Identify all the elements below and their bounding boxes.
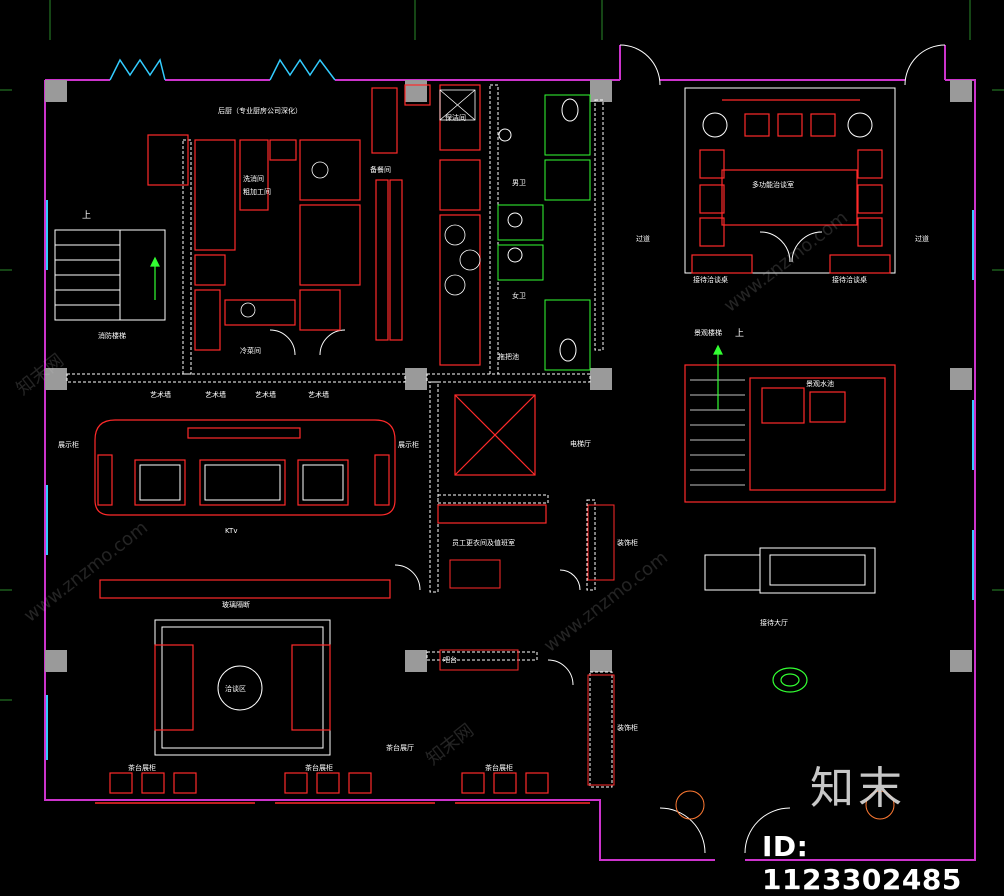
label-glass-wall: 玻璃隔断 xyxy=(222,601,250,609)
label-side-cabinet-1: 装饰柜 xyxy=(617,539,638,547)
label-art-wall-1: 艺术墙 xyxy=(150,391,171,399)
label-back-kitchen: 后厨（专业厨房公司深化） xyxy=(218,107,302,115)
label-landscape-stair: 景观楼梯 xyxy=(694,329,722,337)
axis-lines xyxy=(0,0,1004,701)
windows xyxy=(46,200,974,760)
sanitary-fixtures xyxy=(498,98,579,362)
label-stair-up-left: 上 xyxy=(82,211,92,221)
label-art-wall-3: 艺术墙 xyxy=(255,391,276,399)
structural-columns xyxy=(45,80,972,672)
multi-room xyxy=(684,87,896,274)
staff-room xyxy=(439,504,615,786)
label-meeting-a: 接待洽谈桌 xyxy=(693,276,728,284)
kitchen-equipment xyxy=(147,84,481,366)
entrance-plants xyxy=(675,790,895,820)
label-cleaner: 保洁间 xyxy=(445,114,466,122)
label-pump: 拖把池 xyxy=(498,353,519,361)
label-side-cabinet-2: 装饰柜 xyxy=(617,724,638,732)
label-art-wall-2: 艺术墙 xyxy=(205,391,226,399)
label-fire-stair: 消防楼梯 xyxy=(98,332,126,340)
elevator xyxy=(437,394,547,524)
label-tea-shelf-2: 茶台展柜 xyxy=(305,764,333,772)
label-reception-hall: 接待大厅 xyxy=(760,619,788,627)
multi-room-chairs xyxy=(691,113,891,274)
label-corridor-right: 过道 xyxy=(915,235,929,243)
door-swings xyxy=(269,44,946,854)
entrance-doors xyxy=(109,58,336,81)
label-men-wc: 男卫 xyxy=(512,179,526,187)
tea-sofas xyxy=(109,644,549,794)
label-elevator-hall: 电梯厅 xyxy=(570,440,591,448)
label-display-left: 展示柜 xyxy=(58,441,79,449)
label-meeting-b: 接待洽谈桌 xyxy=(832,276,867,284)
reception-furniture xyxy=(704,547,876,594)
label-cold-room: 冷菜间 xyxy=(240,347,261,355)
label-tea-area: 洽谈区 xyxy=(225,685,246,693)
label-bar: 吧台 xyxy=(443,656,457,664)
label-corridor-left: 过道 xyxy=(636,235,650,243)
stair-arrow-left xyxy=(150,256,160,300)
ktv-tables xyxy=(139,464,344,501)
fire-stair xyxy=(54,229,166,321)
label-tea-lounge: 茶台展厅 xyxy=(386,744,414,752)
interior-walls xyxy=(66,84,613,788)
label-staff-prep: 粗加工间 xyxy=(243,188,271,196)
watermark-logo: 知末 xyxy=(810,763,906,814)
building-outline xyxy=(44,45,976,861)
kitchen-details xyxy=(240,89,481,318)
label-staff-room: 员工更衣间及值班室 xyxy=(452,539,515,547)
label-ktv: KTv xyxy=(225,527,238,535)
label-pantry: 备餐间 xyxy=(370,166,391,174)
label-water-feature: 景观水池 xyxy=(806,380,834,388)
label-stair-up-right: 上 xyxy=(735,329,745,339)
stair-arrow-right xyxy=(713,344,723,410)
ktv-furniture xyxy=(94,419,396,599)
landscape-stair xyxy=(684,364,896,503)
label-display-right: 展示柜 xyxy=(398,441,419,449)
toilet-partitions xyxy=(497,94,591,371)
watermark-id: ID: 1123302485 xyxy=(762,830,962,896)
label-women-wc: 女卫 xyxy=(512,292,526,300)
label-multi-room: 多功能治谈室 xyxy=(752,181,794,189)
label-wash-room: 洗消间 xyxy=(243,175,264,183)
multi-room-plants xyxy=(702,112,873,138)
label-art-wall-4: 艺术墙 xyxy=(308,391,329,399)
label-tea-shelf-1: 茶台展柜 xyxy=(128,764,156,772)
reception-plant xyxy=(772,667,808,693)
label-tea-shelf-3: 茶台展柜 xyxy=(485,764,513,772)
